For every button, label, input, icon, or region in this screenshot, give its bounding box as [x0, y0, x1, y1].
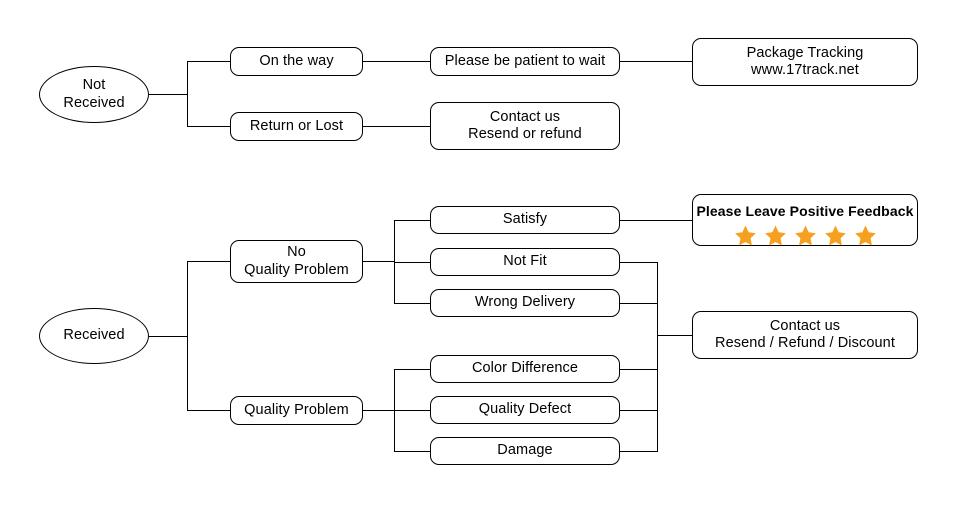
node-contact-resend-refund[interactable]: Contact us Resend or refund	[430, 102, 620, 150]
node-return-or-lost[interactable]: Return or Lost	[230, 112, 363, 141]
node-package-tracking-label-1: Package Tracking	[746, 44, 864, 61]
node-on-the-way[interactable]: On the way	[230, 47, 363, 76]
edge-merge-bar	[657, 262, 658, 452]
edge-noqp-fanbar	[394, 220, 395, 303]
node-not-fit-label: Not Fit	[503, 253, 547, 270]
edge-merge-to-resolution	[657, 335, 692, 336]
edge-noqp-to-not-fit	[394, 262, 431, 263]
node-no-quality-problem[interactable]: No Quality Problem	[230, 240, 363, 283]
feedback-title: Please Leave Positive Feedback	[696, 203, 914, 219]
edge-color-difference-to-merge	[620, 369, 658, 370]
edge-not-received-branchbar	[187, 61, 188, 126]
node-received[interactable]: Received	[39, 308, 149, 364]
node-satisfy-label: Satisfy	[502, 211, 548, 228]
node-wrong-delivery[interactable]: Wrong Delivery	[430, 289, 620, 317]
node-contact-resend-refund-label-2: Resend or refund	[468, 126, 582, 142]
edge-to-on-the-way	[187, 61, 231, 62]
edge-qp-stem	[363, 410, 394, 411]
node-please-be-patient-label: Please be patient to wait	[444, 52, 606, 69]
node-contact-resend-refund-label-1: Contact us	[489, 108, 561, 125]
edge-received-branchbar	[187, 261, 188, 410]
edge-wait-to-tracking	[620, 61, 692, 62]
edge-noqp-to-satisfy	[394, 220, 431, 221]
node-no-quality-problem-label-1: No	[287, 244, 306, 261]
star-icon[interactable]	[854, 224, 877, 247]
node-package-tracking[interactable]: Package Tracking www.17track.net	[692, 38, 918, 86]
node-return-or-lost-label: Return or Lost	[249, 117, 344, 134]
edge-qp-to-color-difference	[394, 369, 431, 370]
node-quality-problem[interactable]: Quality Problem	[230, 396, 363, 425]
edge-on-the-way-to-wait	[363, 61, 431, 62]
edge-to-return-or-lost	[187, 126, 231, 127]
star-rating[interactable]	[734, 224, 877, 247]
edge-qp-to-quality-defect	[394, 410, 431, 411]
node-not-received-label-2: Received	[63, 94, 125, 111]
node-quality-defect-label: Quality Defect	[478, 401, 572, 418]
node-wrong-delivery-label: Wrong Delivery	[474, 294, 576, 311]
edge-damage-to-merge	[620, 451, 658, 452]
node-not-received-label-1: Not	[82, 77, 106, 94]
edge-received-stem	[149, 336, 187, 337]
edge-not-fit-to-merge	[620, 262, 658, 263]
edge-not-received-stem	[149, 94, 187, 95]
edge-satisfy-to-feedback	[620, 220, 692, 221]
star-icon[interactable]	[824, 224, 847, 247]
node-not-fit[interactable]: Not Fit	[430, 248, 620, 276]
star-icon[interactable]	[764, 224, 787, 247]
node-resolution-label-2: Resend / Refund / Discount	[715, 335, 895, 351]
node-positive-feedback[interactable]: Please Leave Positive Feedback	[692, 194, 918, 246]
node-received-label: Received	[63, 327, 125, 344]
edge-to-no-quality-problem	[187, 261, 231, 262]
edge-noqp-to-wrong-delivery	[394, 303, 431, 304]
node-package-tracking-url: www.17track.net	[751, 62, 859, 78]
edge-wrong-delivery-to-merge	[620, 303, 658, 304]
node-quality-problem-label: Quality Problem	[244, 401, 349, 418]
star-icon[interactable]	[734, 224, 757, 247]
edge-quality-defect-to-merge	[620, 410, 658, 411]
star-icon[interactable]	[794, 224, 817, 247]
node-satisfy[interactable]: Satisfy	[430, 206, 620, 234]
edge-noqp-stem	[363, 261, 394, 262]
edge-qp-to-damage	[394, 451, 431, 452]
edge-return-to-contact	[363, 126, 431, 127]
node-quality-defect[interactable]: Quality Defect	[430, 396, 620, 424]
node-no-quality-problem-label-2: Quality Problem	[244, 261, 349, 278]
node-not-received[interactable]: Not Received	[39, 66, 149, 123]
node-damage-label: Damage	[497, 442, 553, 459]
edge-to-quality-problem	[187, 410, 231, 411]
node-contact-resend-refund-discount[interactable]: Contact us Resend / Refund / Discount	[692, 311, 918, 359]
node-damage[interactable]: Damage	[430, 437, 620, 465]
node-color-difference[interactable]: Color Difference	[430, 355, 620, 383]
node-color-difference-label: Color Difference	[471, 360, 579, 377]
node-please-be-patient[interactable]: Please be patient to wait	[430, 47, 620, 76]
node-on-the-way-label: On the way	[259, 52, 334, 69]
node-resolution-label-1: Contact us	[769, 317, 841, 334]
